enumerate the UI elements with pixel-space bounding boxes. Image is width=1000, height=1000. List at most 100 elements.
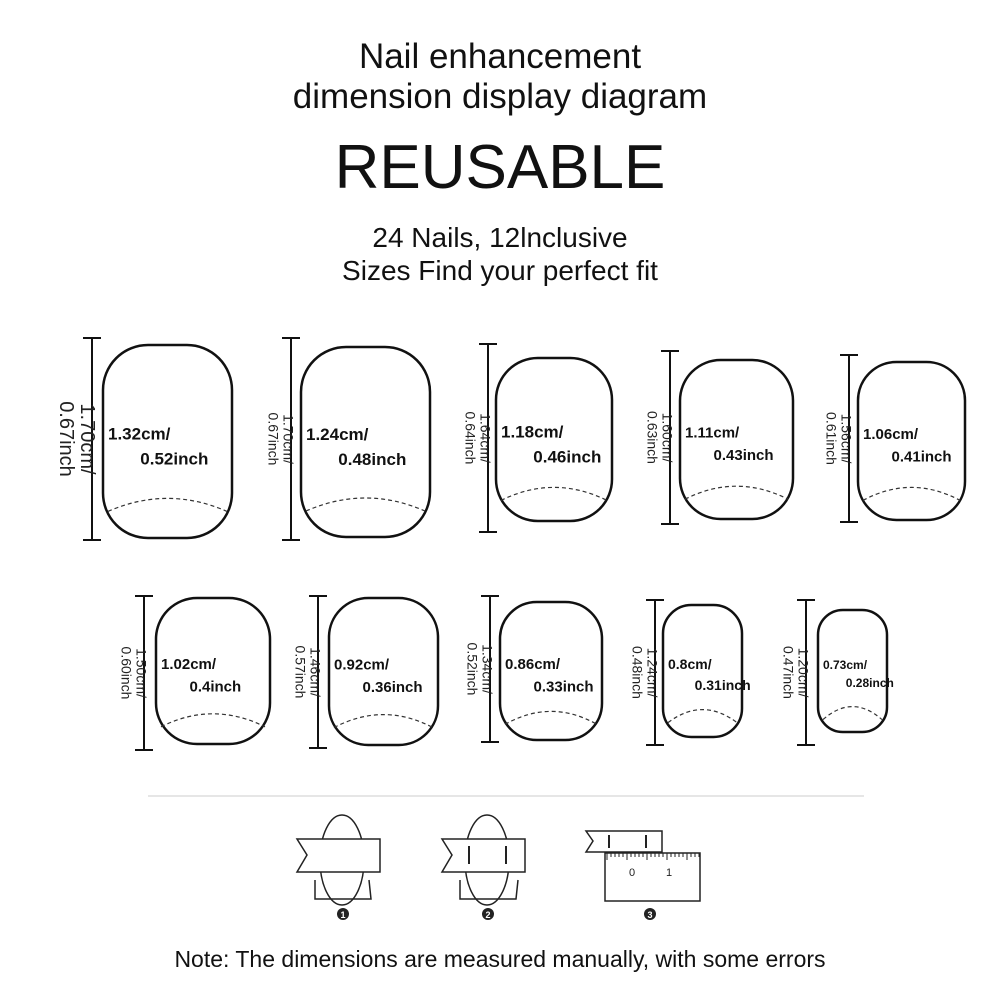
step-number-3: 3 xyxy=(644,908,656,920)
nail-size-2: 1.70cm/0.67inch 1.24cm/0.48inch xyxy=(266,337,432,541)
length-cm: 1.46cm/ xyxy=(307,647,323,697)
svg-text:2: 2 xyxy=(485,910,490,920)
length-inch: 0.60inch xyxy=(119,647,135,700)
headline: REUSABLE xyxy=(334,133,666,202)
width-label: 0.86cm/0.33inch xyxy=(505,656,594,695)
length-inch: 0.61inch xyxy=(824,412,840,465)
nail-size-8: 1.34cm/0.52inch 0.86cm/0.33inch xyxy=(465,595,604,743)
nail-size-10: 1.20cm/0.47inch 0.73cm/0.28inch xyxy=(781,599,894,746)
length-label: 1.46cm/0.57inch xyxy=(293,646,324,699)
ruler-tick-0: 0 xyxy=(629,867,635,879)
cuticle-line xyxy=(667,709,738,724)
width-cm: 0.8cm/ xyxy=(668,656,712,672)
nail-outline xyxy=(327,596,440,747)
length-label: 1.70cm/0.67inch xyxy=(266,413,297,466)
width-label: 1.02cm/0.4inch xyxy=(161,656,241,695)
width-cm: 1.24cm/ xyxy=(306,425,369,444)
length-cm: 1.70cm/ xyxy=(76,403,98,475)
width-cm: 0.92cm/ xyxy=(334,657,390,674)
nail-size-5: 1.56cm/0.61inch 1.06cm/0.41inch xyxy=(824,354,967,523)
cuticle-line xyxy=(333,714,434,729)
length-bar xyxy=(135,595,153,751)
length-bar xyxy=(83,337,101,541)
cuticle-line xyxy=(822,706,883,721)
cuticle-line xyxy=(107,497,228,512)
length-bar xyxy=(282,337,300,541)
width-label: 1.11cm/0.43inch xyxy=(685,425,774,464)
svg-text:3: 3 xyxy=(647,910,652,920)
length-bar xyxy=(479,343,497,533)
length-inch: 0.47inch xyxy=(781,646,797,699)
width-inch: 0.52inch xyxy=(140,449,208,468)
length-inch: 0.67inch xyxy=(266,413,282,466)
length-label: 1.20cm/0.47inch xyxy=(781,646,812,699)
nail-size-6: 1.50cm/0.60inch 1.02cm/0.4inch xyxy=(119,595,272,751)
nail-size-4: 1.60cm/0.63inch 1.11cm/0.43inch xyxy=(645,350,795,525)
width-cm: 1.18cm/ xyxy=(501,423,564,442)
width-inch: 0.36inch xyxy=(363,679,423,696)
length-inch: 0.57inch xyxy=(293,646,309,699)
length-label: 1.60cm/0.63inch xyxy=(645,411,676,464)
nail-outline xyxy=(101,343,234,540)
width-label: 1.18cm/0.46inch xyxy=(501,423,601,467)
length-cm: 1.50cm/ xyxy=(133,648,149,698)
width-label: 1.06cm/0.41inch xyxy=(863,426,952,465)
length-cm: 1.20cm/ xyxy=(795,648,811,698)
width-label: 0.73cm/0.28inch xyxy=(823,658,894,690)
length-inch: 0.64inch xyxy=(463,412,479,465)
width-label: 1.24cm/0.48inch xyxy=(306,425,406,469)
subtitle-line-2: Sizes Find your perfect fit xyxy=(342,255,658,286)
nail-size-7: 1.46cm/0.57inch 0.92cm/0.36inch xyxy=(293,595,440,749)
nail-outline xyxy=(299,345,432,539)
width-inch: 0.48inch xyxy=(338,450,406,469)
width-cm: 1.11cm/ xyxy=(685,425,740,442)
width-cm: 0.73cm/ xyxy=(823,658,868,672)
length-bar xyxy=(661,350,679,525)
cuticle-line xyxy=(305,497,426,512)
nail-outline xyxy=(154,596,272,746)
measurement-steps: 0 1 1 2 3 xyxy=(295,814,701,920)
title-line-1: Nail enhancement xyxy=(358,37,642,76)
width-label: 0.92cm/0.36inch xyxy=(334,657,423,696)
width-inch: 0.33inch xyxy=(534,678,594,695)
step-1-tape-on-nail-icon xyxy=(295,814,381,906)
length-bar xyxy=(481,595,499,743)
length-inch: 0.67inch xyxy=(55,401,77,477)
width-inch: 0.43inch xyxy=(714,447,774,464)
length-inch: 0.63inch xyxy=(645,411,661,464)
title-line-2: dimension display diagram xyxy=(292,77,708,116)
nail-outline xyxy=(678,358,795,521)
length-inch: 0.48inch xyxy=(630,646,646,699)
step-2-mark-width-icon xyxy=(440,814,526,906)
length-label: 1.56cm/0.61inch xyxy=(824,412,855,465)
width-cm: 1.02cm/ xyxy=(161,656,217,673)
width-cm: 0.86cm/ xyxy=(505,656,561,673)
width-label: 1.32cm/0.52inch xyxy=(108,425,208,469)
width-inch: 0.28inch xyxy=(846,676,894,690)
cuticle-line xyxy=(504,710,598,725)
length-label: 1.70cm/0.67inch xyxy=(55,401,98,477)
subtitle-line-1: 24 Nails, 12lnclusive xyxy=(372,222,628,253)
length-label: 1.24cm/0.48inch xyxy=(630,646,661,699)
width-cm: 1.06cm/ xyxy=(863,426,919,443)
ruler-tick-1: 1 xyxy=(666,867,672,879)
nail-outline xyxy=(816,608,889,734)
length-label: 1.64cm/0.64inch xyxy=(463,412,494,465)
nail-outline xyxy=(661,603,744,739)
step-number-1: 1 xyxy=(337,908,349,920)
width-inch: 0.4inch xyxy=(190,678,242,695)
length-cm: 1.70cm/ xyxy=(280,414,296,464)
length-cm: 1.24cm/ xyxy=(644,648,660,698)
nail-outline xyxy=(498,600,604,742)
width-inch: 0.41inch xyxy=(892,448,952,465)
length-label: 1.34cm/0.52inch xyxy=(465,643,496,696)
nail-outline xyxy=(494,356,614,523)
length-bar xyxy=(840,354,858,523)
length-bar xyxy=(309,595,327,749)
length-cm: 1.56cm/ xyxy=(838,414,854,464)
footer-note: Note: The dimensions are measured manual… xyxy=(174,946,826,972)
step-3-ruler-icon xyxy=(584,830,701,902)
